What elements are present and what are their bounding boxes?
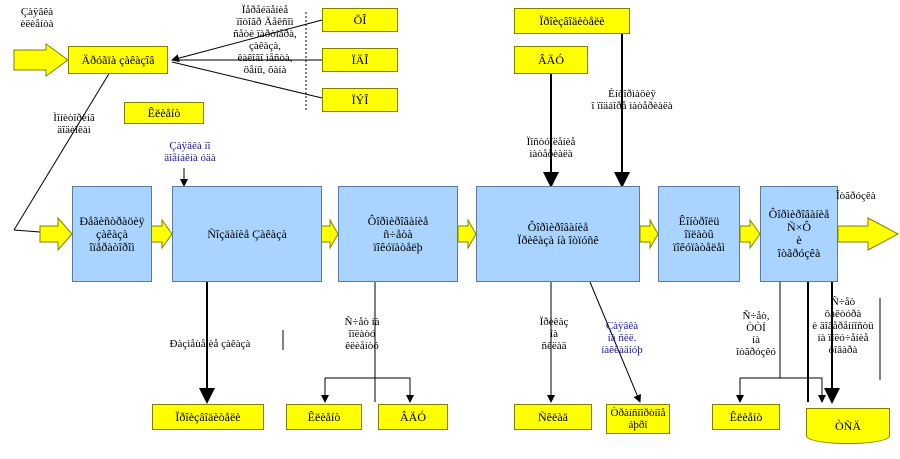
client-box-bottom-a: Êëèåíò bbox=[286, 404, 362, 430]
tsd-document-box: ÒÑÄ bbox=[806, 408, 890, 444]
top-box-pdo: ÏÄÎ bbox=[322, 48, 398, 72]
top-box-peo: ÏÝÎ bbox=[322, 88, 398, 112]
process-step-6: Ôîðìèðîâàíèå Ñ×Ô è îòãðóçêà bbox=[760, 186, 838, 282]
receipt-label: Ïîñòóïëåíèå ìàòåðèàëà bbox=[526, 136, 576, 160]
waybill-request-label: Çàÿâêà íà ñêë. íàêëàäíóþ bbox=[601, 320, 643, 356]
routing-note: Ïåðåéäåíèå ïîòîãð Äåêñîì ñåòè ïàðòíåðà, … bbox=[233, 4, 297, 76]
process-step-5: Êîíòðîëü îïëàòû ïîêóïàòåëåì bbox=[658, 186, 740, 282]
info-label: Èíôîðìàöèÿ î ïîäáîðå ìàòåðèàëà bbox=[591, 88, 673, 112]
process-step-1: Ðåãèñòðàöèÿ çàêàçà îïåðàòîðîì bbox=[72, 186, 152, 282]
monitoring-label: Ìîíèòîðèíã äîäèîêàì bbox=[53, 112, 95, 136]
client-box-top: Êëèåíò bbox=[124, 102, 204, 124]
shipment-end-label: Îòãðóçêà bbox=[836, 190, 876, 202]
vdo-box-top: ÂÄÓ bbox=[514, 46, 588, 74]
transport-bureau-box: Òðàíñïîðòíîå áþðî bbox=[606, 404, 670, 434]
warehouse-box: Ñêëàä bbox=[514, 404, 592, 430]
top-box-co: ÖÎ bbox=[322, 8, 398, 32]
ship-invoice-label: Ñ÷åò, ÒÒÍ íà îòãðóçêó bbox=[736, 310, 776, 358]
proxy-invoice-label: Ñ÷åò ôàêòóðà è äîâåðåííîñòü íà ïîëó÷åíèå… bbox=[812, 296, 874, 356]
process-step-4: Ôîðìèðîâàíèå Ïðèêàçà íà îòïóñê bbox=[476, 186, 640, 282]
process-step-2: Ñîçäàíèå Çàêàçà bbox=[172, 186, 322, 282]
warehouse-order-label: Ïðèêàç íà ñêëàä bbox=[539, 316, 569, 352]
request-link-label: Çàÿâêà ïî äîåíáêíà óäà bbox=[164, 140, 216, 164]
placement-label: Ðàçìåùåíèå çàêàçà bbox=[169, 338, 251, 350]
vdo-box-bottom: ÂÄÓ bbox=[378, 404, 448, 430]
invoice-label: Ñ÷åò íà îïëàòó êëèåíòó bbox=[344, 316, 380, 352]
producers-box-top: Ïðîèçâîäèòåëè bbox=[514, 8, 630, 34]
client-box-bottom-b: Êëèåíò bbox=[712, 404, 780, 430]
producers-box-bottom: Ïðîèçâîäèòåëè bbox=[152, 404, 264, 430]
incoming-request-label: Çàÿâêà èëèåíòà bbox=[20, 6, 54, 30]
process-step-3: Ôîðìèðîâàíèå ñ÷åòà ïîêóïàòåëþ bbox=[338, 186, 458, 282]
request-collection-box: Äðóãïà çàêàçîâ bbox=[68, 46, 168, 74]
